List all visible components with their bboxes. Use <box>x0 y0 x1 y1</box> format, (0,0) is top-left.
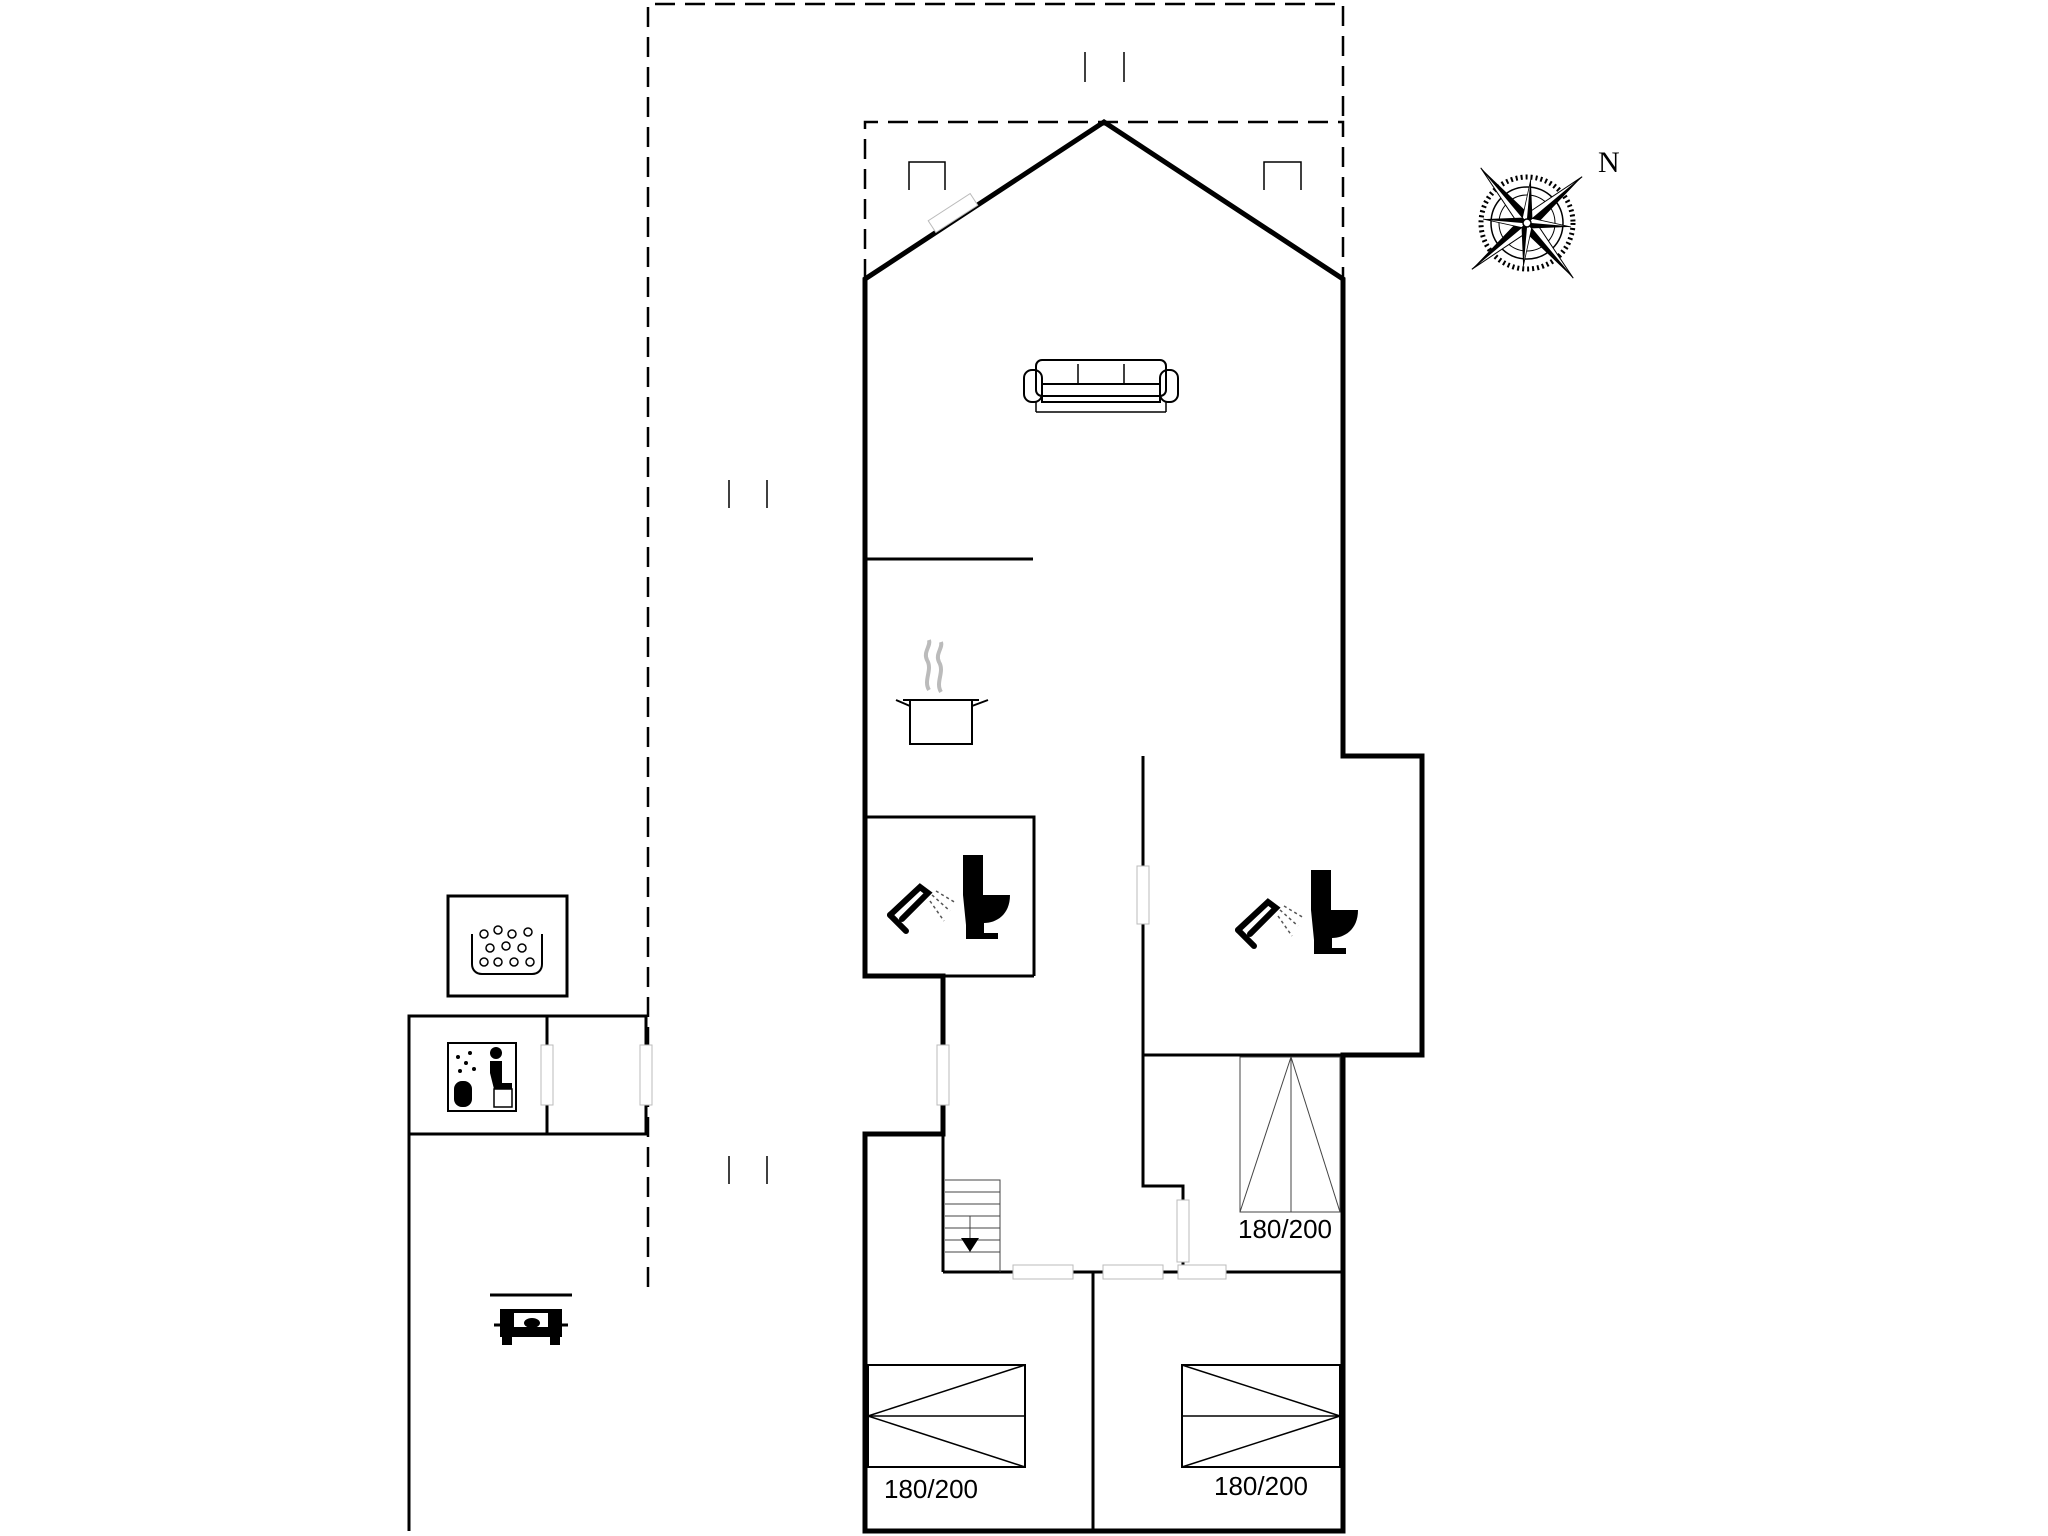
bed-label: 180/200 <box>884 1474 978 1504</box>
bed-icon <box>1239 1056 1341 1213</box>
compass-rose-icon <box>1471 167 1583 279</box>
stairs-icon <box>945 1179 1001 1272</box>
bed-icon <box>867 1364 1026 1468</box>
north-label: N <box>1598 146 1620 179</box>
openings <box>927 192 1227 1280</box>
terrace-outline <box>646 2 1345 1287</box>
bed-label: 180/200 <box>1238 1214 1332 1244</box>
shower-toilet-icon <box>887 855 1010 939</box>
exterior-walls <box>862 119 1425 1534</box>
whirlpool-icon <box>471 925 543 975</box>
sofa-icon <box>1023 359 1179 413</box>
bed-label: 180/200 <box>1214 1471 1308 1501</box>
bed-icon <box>1181 1364 1341 1468</box>
shower-toilet-icon <box>1235 870 1358 954</box>
annex-walls <box>407 894 653 1531</box>
car-icon <box>490 1293 572 1345</box>
cooking-pot-icon <box>895 639 989 745</box>
sauna-icon <box>447 1042 517 1112</box>
terrace-posts <box>728 52 1302 1184</box>
